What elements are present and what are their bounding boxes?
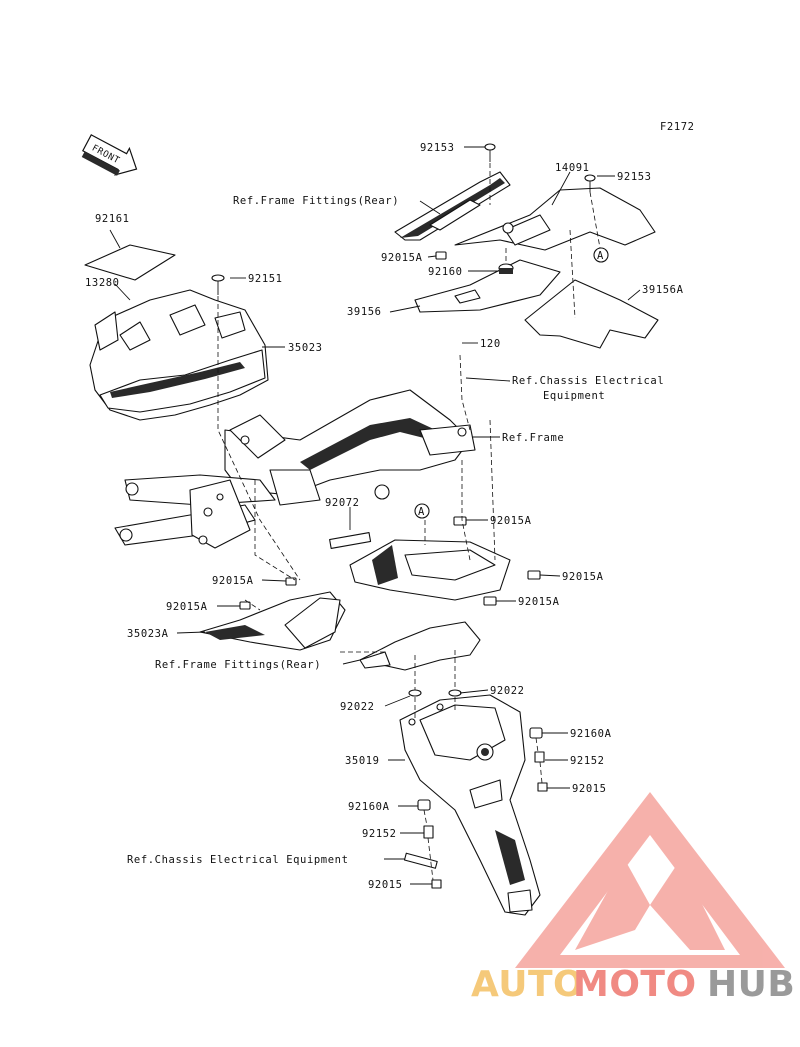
battery-case-35023 <box>89 289 269 421</box>
dashed-assembly-lines <box>217 163 601 881</box>
rear-rail-14091 <box>394 171 511 241</box>
label-ref-chassis-electrical-lower: Ref.Chassis Electrical Equipment <box>127 854 349 866</box>
label-39156a: 39156A <box>642 284 684 296</box>
label-92151: 92151 <box>248 273 283 285</box>
bracket-35023a <box>199 591 346 651</box>
label-92015a-3: 92015A <box>562 571 604 583</box>
label-35023a: 35023A <box>127 628 169 640</box>
label-92160a-left: 92160A <box>348 801 390 813</box>
label-92152-left: 92152 <box>362 828 397 840</box>
label-ref-chassis-electrical-upper-line1: Ref.Chassis Electrical <box>512 375 664 387</box>
label-120: 120 <box>480 338 501 350</box>
label-ref-frame-fittings-rear-top: Ref.Frame Fittings(Rear) <box>233 195 399 207</box>
label-35023: 35023 <box>288 342 323 354</box>
watermark-logo <box>515 792 785 968</box>
label-92160-top: 92160 <box>428 266 463 278</box>
svg-text:A: A <box>418 506 425 518</box>
label-92015a-5: 92015A <box>212 575 254 587</box>
label-92153-right: 92153 <box>617 171 652 183</box>
watermark-m-right <box>650 860 725 950</box>
bracket-ref-chassis-lower <box>403 852 438 869</box>
ref-marker-A-top: A <box>593 247 609 263</box>
figure-code: F2172 <box>660 121 695 133</box>
label-35019: 35019 <box>345 755 380 767</box>
collars-92152 <box>423 751 545 839</box>
label-92072: 92072 <box>325 497 360 509</box>
svg-text:A: A <box>597 250 604 262</box>
watermark-auto: AUTO <box>471 964 584 1005</box>
ref-marker-A-mid: A <box>414 503 430 519</box>
leader-lines <box>109 146 641 885</box>
bolt-92153-right <box>584 174 596 192</box>
bolt-92151 <box>211 274 225 295</box>
lower-tray <box>329 532 511 601</box>
label-92015-left: 92015 <box>368 879 403 891</box>
label-ref-chassis-electrical-upper-line2: Equipment <box>543 390 605 402</box>
watermark-m-left <box>575 860 650 950</box>
pad-39156a <box>524 279 659 349</box>
pad-39156 <box>414 259 561 313</box>
label-92015a-6: 92015A <box>166 601 208 613</box>
label-92022-right: 92022 <box>490 685 525 697</box>
grommet-92160-top <box>498 263 514 274</box>
rear-cover-14091 <box>454 187 656 251</box>
label-14091: 14091 <box>555 162 590 174</box>
grommets-92160a <box>417 727 543 811</box>
label-92015a-4: 92015A <box>518 596 560 608</box>
nut-92015a-top <box>435 251 447 260</box>
label-92015-right: 92015 <box>572 783 607 795</box>
label-ref-frame-fittings-rear-lower: Ref.Frame Fittings(Rear) <box>155 659 321 671</box>
label-92161: 92161 <box>95 213 130 225</box>
label-92015a-2: 92015A <box>490 515 532 527</box>
part-labels: F2172 92153 92153 14091 Ref.Frame Fittin… <box>85 121 695 891</box>
bolt-92153-left <box>484 143 496 162</box>
mount-plate <box>359 621 481 671</box>
cover-92161 <box>84 244 176 281</box>
label-ref-frame: Ref.Frame <box>502 432 564 444</box>
rear-frame <box>114 389 476 549</box>
label-92015a-top: 92015A <box>381 252 423 264</box>
label-13280: 13280 <box>85 277 120 289</box>
fender-35019 <box>399 694 541 916</box>
watermark-moto: MOTO <box>573 964 697 1005</box>
watermark-hub: HUB <box>707 964 795 1005</box>
label-92160a-right: 92160A <box>570 728 612 740</box>
washers-92022 <box>408 689 462 697</box>
label-39156: 39156 <box>347 306 382 318</box>
label-92152-right: 92152 <box>570 755 605 767</box>
front-arrow: FRONT <box>81 134 138 176</box>
label-92153-left: 92153 <box>420 142 455 154</box>
watermark-text: AUTO MOTO HUB <box>471 964 795 1005</box>
label-92022-left: 92022 <box>340 701 375 713</box>
